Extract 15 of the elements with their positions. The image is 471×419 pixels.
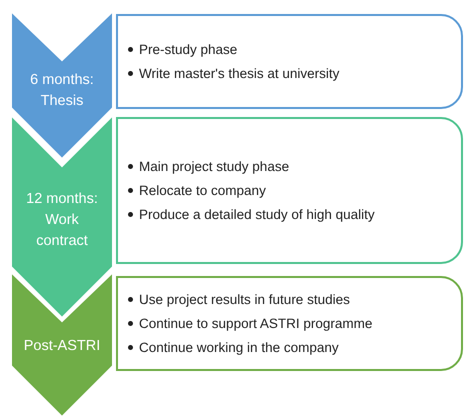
phase-banner <box>10 271 114 418</box>
phase-box <box>116 276 463 371</box>
phase-label: Post-ASTRI <box>22 337 102 356</box>
bullet-item: Write master's thesis at university <box>139 64 340 83</box>
phase-label: 12 months: Work contract <box>25 190 99 251</box>
phase-label: 6 months: Thesis <box>29 71 95 111</box>
phase-box <box>116 117 463 264</box>
bullet-item: Continue working in the company <box>139 338 339 357</box>
phase-box <box>116 14 463 109</box>
bullet-item: Continue to support ASTRI programme <box>139 314 372 333</box>
bullet-item: Pre-study phase <box>139 40 238 59</box>
bullet-item: Use project results in future studies <box>139 290 350 309</box>
bullet-item: Produce a detailed study of high quality <box>139 206 375 224</box>
bullet-item: Main project study phase <box>139 158 290 176</box>
bullet-item: Relocate to company <box>139 182 266 200</box>
